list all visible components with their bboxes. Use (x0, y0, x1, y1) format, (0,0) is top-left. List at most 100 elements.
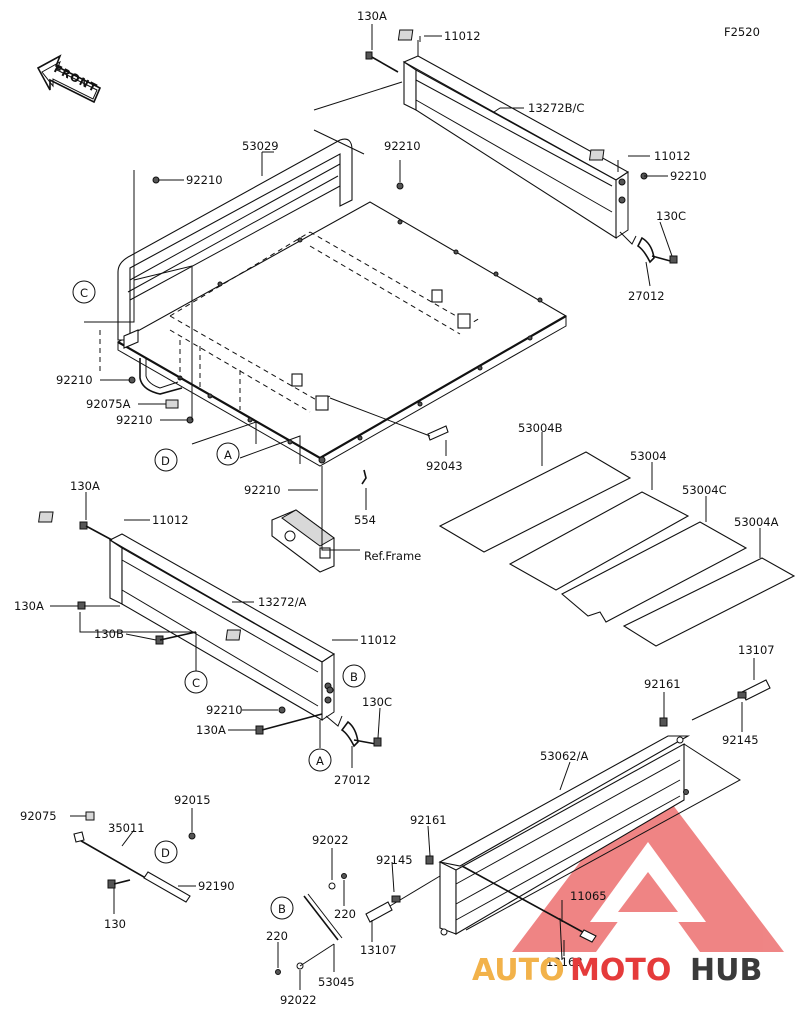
pin-13107-1 (691, 679, 771, 721)
label-92145-2: 92145 (376, 853, 413, 867)
label-92210-4: 92210 (56, 373, 93, 387)
label-92145-1: 92145 (722, 733, 759, 747)
pin-92190 (143, 871, 191, 903)
clip-554 (361, 469, 367, 485)
label-92161-1: 92161 (644, 677, 681, 691)
label-92161-2: 92161 (410, 813, 447, 827)
handle-bracket (139, 358, 183, 395)
callout-b-mid (342, 664, 366, 688)
nut-92015 (188, 832, 196, 840)
label-13107-1: 13107 (738, 643, 775, 657)
label-92043: 92043 (426, 459, 463, 473)
bolt-130a-1 (365, 51, 399, 73)
clip-92075a (165, 399, 179, 409)
label-130a-1: 130A (357, 9, 387, 23)
label-130b: 130B (94, 627, 124, 641)
callout-a-top (216, 442, 240, 466)
label-92075: 92075 (20, 809, 57, 823)
callout-b-low (270, 896, 294, 920)
label-11012-3: 11012 (152, 513, 189, 527)
label-130a-4: 130A (196, 723, 226, 737)
bolt-92161-1 (659, 717, 668, 727)
label-53045: 53045 (318, 975, 355, 989)
label-35011: 35011 (108, 821, 145, 835)
watermark-text: AUTO MOTO HUB (472, 953, 762, 988)
callout-d-low-label: D (161, 846, 170, 860)
callout-b-low-label: B (278, 902, 286, 916)
label-92210-5: 92210 (116, 413, 153, 427)
label-53004a: 53004A (734, 515, 779, 529)
callout-a-top-label: A (224, 448, 232, 462)
bolt-130c-2 (353, 737, 382, 747)
bolt-130c-1 (651, 255, 678, 264)
latch-27012-1 (636, 236, 655, 264)
callout-c-mid-label: C (192, 676, 200, 690)
bolt-130a-3 (77, 601, 120, 610)
callout-c-top (72, 280, 96, 304)
clip-220-1 (341, 873, 347, 879)
floor-mat-53004c (561, 521, 748, 623)
ref-frame-bracket (271, 509, 335, 573)
label-130c-2: 130C (362, 695, 392, 709)
tailgate-53062a (438, 735, 691, 936)
clip-220-2 (275, 969, 281, 975)
floor-mat-53004a (622, 557, 796, 647)
latch-27012-2 (340, 720, 359, 748)
front-arrow-icon: FRONT (36, 54, 102, 104)
label-53004b: 53004B (518, 421, 563, 435)
label-13107-2: 13107 (360, 943, 397, 957)
label-53004: 53004 (630, 449, 667, 463)
label-92210-6: 92210 (244, 483, 281, 497)
leader-lines (50, 24, 761, 990)
watermark-part3: HUB (690, 953, 762, 988)
label-130a-2: 130A (70, 479, 100, 493)
callout-c-top-label: C (80, 286, 88, 300)
floor-mat-53004b (438, 451, 632, 553)
label-130: 130 (104, 917, 126, 931)
label-92210-3: 92210 (670, 169, 707, 183)
callout-a-mid (308, 748, 332, 772)
label-11012-2: 11012 (654, 149, 691, 163)
callout-d-top (154, 448, 178, 472)
stay-53045 (296, 882, 343, 970)
washer-92145-2 (391, 895, 401, 903)
label-11065: 11065 (570, 889, 607, 903)
callout-c-mid (184, 670, 208, 694)
label-92015: 92015 (174, 793, 211, 807)
nut-92210-6 (318, 456, 326, 464)
washer-92145-1 (737, 691, 747, 699)
bolt-130 (107, 879, 131, 889)
bolt-130a-2 (79, 521, 113, 541)
label-92210-2: 92210 (384, 139, 421, 153)
label-92022-1: 92022 (312, 833, 349, 847)
label-130c-1: 130C (656, 209, 686, 223)
bolt-92161-2 (425, 855, 434, 865)
nut-92210-2 (396, 182, 404, 190)
watermark-logo (512, 772, 784, 952)
label-27012-2: 27012 (334, 773, 371, 787)
label-53004c: 53004C (682, 483, 727, 497)
label-13168: 13168 (546, 955, 583, 969)
ref-frame-label: Ref.Frame (364, 549, 421, 563)
label-92075a: 92075A (86, 397, 131, 411)
label-92022-2: 92022 (280, 993, 317, 1007)
label-53029: 53029 (242, 139, 279, 153)
label-13272bc: 13272B/C (528, 101, 584, 115)
label-92210-1: 92210 (186, 173, 223, 187)
side-panel-13272bc (397, 29, 637, 245)
label-92190: 92190 (198, 879, 235, 893)
watermark-part2: MOTO (570, 953, 671, 988)
callout-a-mid-label: A (316, 754, 324, 768)
label-554: 554 (354, 513, 376, 527)
label-11012-4: 11012 (360, 633, 397, 647)
rod-11065 (461, 865, 597, 943)
pin-92043 (329, 397, 449, 441)
figure-code: F2520 (724, 25, 760, 39)
watermark-part1: AUTO (472, 953, 565, 988)
label-220-1: 220 (334, 907, 356, 921)
side-panel-13272a (38, 511, 343, 727)
label-92210-7: 92210 (206, 703, 243, 717)
bolt-130a-4 (255, 713, 323, 735)
label-220-2: 220 (266, 929, 288, 943)
